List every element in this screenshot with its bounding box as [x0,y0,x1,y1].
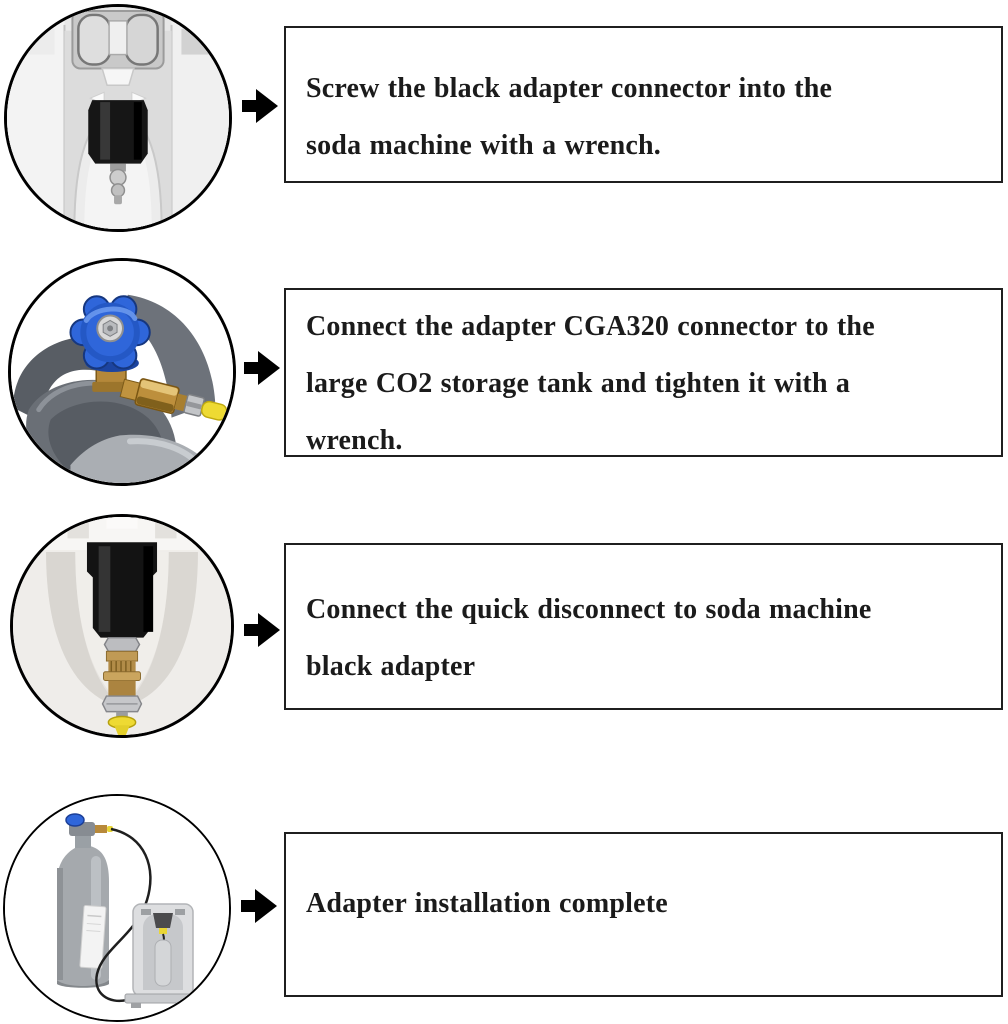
yellow-fitting [159,928,167,934]
machine-hinge-assembly [71,9,165,87]
step-2-text-line: Connect the adapter CGA320 connector to … [306,311,875,342]
quick-disconnect-black-adapter-photo [13,517,231,735]
step-4-instruction-box: Adapter installation complete [284,832,1003,997]
step-4-text-line: Adapter installation complete [306,888,668,919]
arrow-right-icon [242,610,282,650]
step-1-text-line: soda machine with a wrench. [306,130,662,161]
arrow-right-icon [242,348,282,388]
step-2-photo [8,258,236,486]
step-1-instruction-box: Screw the black adapter connector into t… [284,26,1003,183]
step-3-photo [10,514,234,738]
step-3-text-line: Connect the quick disconnect to soda mac… [306,594,872,625]
quick-disconnect-coupler [101,636,143,735]
soda-machine-black-adapter-photo [7,7,229,229]
step-2-instruction-box: Connect the adapter CGA320 connector to … [284,288,1003,457]
tank-valve-knob [65,813,85,827]
tank-connected-soda-machine-photo [5,796,229,1020]
step-4-photo [3,794,231,1022]
blue-valve-knob [69,295,151,372]
step-3-instruction-box: Connect the quick disconnect to soda mac… [284,543,1003,710]
black-adapter [88,100,148,164]
step-1-photo [4,4,232,232]
yellow-hose-fitting [107,715,137,735]
co2-tank-cga320-connector-photo [11,261,233,483]
metal-nipple [109,163,127,205]
step-3-text-line: black adapter [306,651,476,682]
co2-cylinder [57,813,113,988]
arrow-right-icon [239,886,279,926]
black-adapter-in-machine [153,913,173,928]
step-2-text-line: wrench. [306,425,403,456]
arrow-right-icon [240,86,280,126]
cylinder-label [79,904,107,970]
step-1-text-line: Screw the black adapter connector into t… [306,73,833,104]
black-adapter [86,542,158,638]
step-2-text-line: large CO2 storage tank and tighten it wi… [306,368,851,399]
cga320-connector [119,378,228,421]
soda-machine-back [124,903,200,1008]
